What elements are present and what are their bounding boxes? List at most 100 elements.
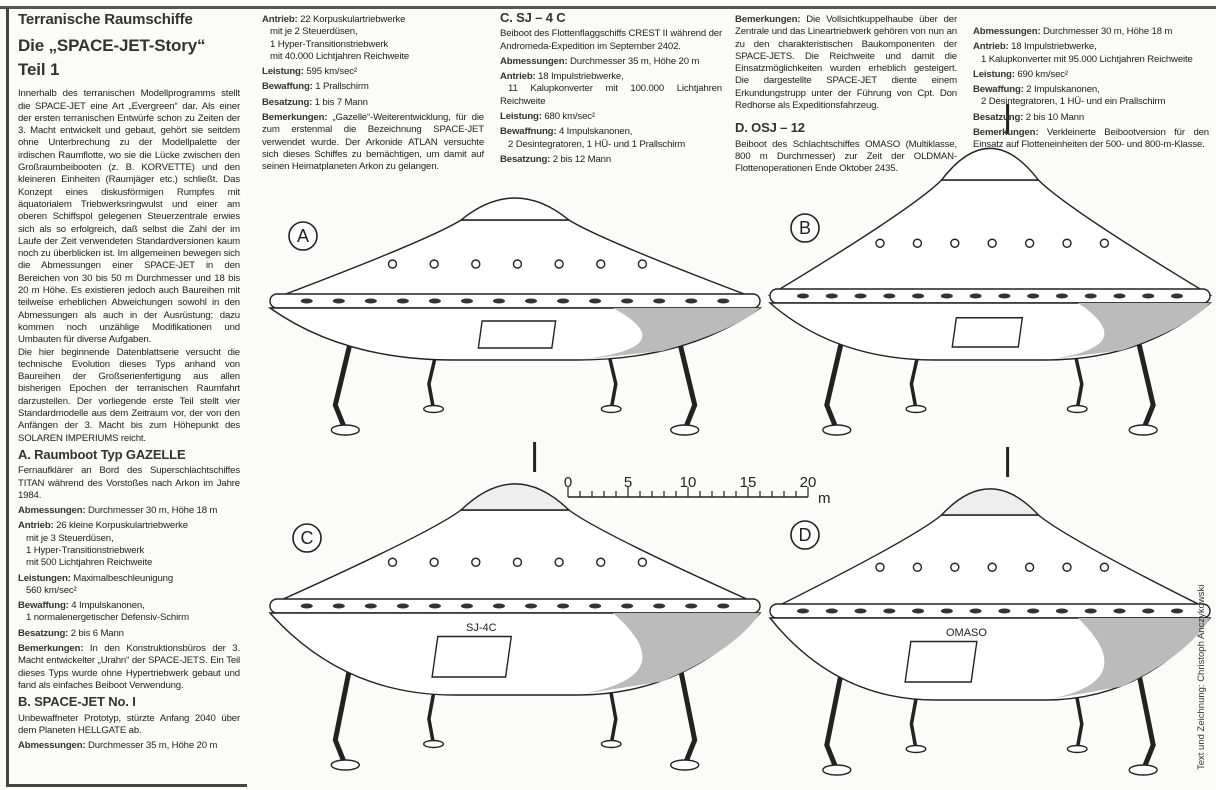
scale-tick-label: 5	[624, 474, 632, 491]
column-c-d: Bemerkungen: Die Vollsichtkuppelhaube üb…	[735, 14, 957, 179]
porthole	[912, 238, 923, 248]
figure-label: C	[301, 528, 314, 548]
porthole	[429, 557, 439, 567]
engine-nozzle	[525, 603, 538, 609]
c-remarks: Bemerkungen: Die Vollsichtkuppelhaube üb…	[735, 14, 957, 112]
figure-label: B	[799, 218, 811, 238]
landing-leg	[1132, 654, 1156, 771]
engine-nozzle	[717, 603, 730, 609]
engine-nozzle	[300, 298, 313, 304]
porthole	[1062, 238, 1072, 248]
engine-nozzle	[912, 293, 925, 299]
b-remarks: Bemerkungen: „Gazelle“-Weiterentwicklung…	[262, 112, 484, 173]
porthole	[637, 259, 648, 269]
engine-nozzle	[492, 298, 505, 304]
d-remarks: Bemerkungen: Verkleinerte Beibootversion…	[973, 127, 1209, 151]
figure-label-circle	[288, 221, 318, 251]
section-a-desc: Fernaufklärer an Bord des Superschlachts…	[18, 465, 240, 501]
porthole	[387, 557, 398, 567]
column-d: Abmessungen: Durchmesser 30 m, Höhe 18 m…	[973, 26, 1209, 155]
credit-line: Text und Zeichnung: Christoph Anczykowsk…	[1196, 584, 1207, 770]
engine-nozzle	[854, 608, 867, 614]
engine-nozzle	[883, 293, 896, 299]
a-drive: Antrieb: 26 kleine Korpuskulartriebwerke…	[18, 520, 188, 569]
upper-hull	[767, 179, 1213, 296]
porthole	[387, 259, 398, 269]
hatch	[951, 317, 1024, 348]
a-armament: Bewaffung: 4 Impulskanonen,1 normalenerg…	[18, 600, 189, 624]
d-armament: Bewaffung: 2 Impulskanonen,2 Desintegrat…	[973, 84, 1166, 108]
engine-nozzle	[364, 603, 377, 609]
a-remarks: Bemerkungen: In den Konstruktionsbüros d…	[18, 643, 240, 691]
figure-label-circle	[292, 523, 322, 553]
cupola	[940, 147, 1040, 181]
engine-nozzle	[883, 608, 896, 614]
hull-shading	[1045, 303, 1210, 360]
landing-leg	[332, 649, 356, 766]
section-b-desc: Unbewaffneter Prototyp, stürzte Anfang 2…	[18, 712, 240, 736]
engine-nozzle	[428, 603, 441, 609]
engine-nozzle	[621, 603, 634, 609]
engine-nozzle	[557, 298, 570, 304]
page-title: Die „SPACE-JET-Story“Teil 1	[18, 34, 240, 82]
landing-foot	[822, 424, 852, 436]
engine-nozzle	[589, 298, 602, 304]
porthole	[554, 557, 564, 567]
engine-nozzle	[969, 608, 982, 614]
engine-nozzle	[1027, 608, 1040, 614]
scale-tick-label: 15	[740, 474, 757, 491]
landing-foot	[330, 424, 360, 436]
porthole	[875, 562, 885, 572]
scale-tick-label: 20	[800, 474, 817, 491]
engine-nozzle	[300, 603, 313, 609]
engine-nozzle	[685, 298, 698, 304]
hatch	[904, 640, 978, 683]
hull-marking: SJ-4C	[466, 622, 497, 634]
d-performance: Leistung: 690 km/sec²	[973, 68, 1068, 80]
spaceship-figure-b: B	[767, 104, 1213, 436]
engine-nozzle	[1142, 293, 1155, 299]
landing-foot	[1128, 764, 1158, 776]
engine-nozzle	[940, 293, 953, 299]
landing-foot	[822, 764, 852, 776]
kicker: Terranische Raumschiffe	[18, 11, 193, 28]
intro-text: Innerhalb des terranischen Modellprogram…	[18, 88, 240, 346]
engine-nozzle	[589, 603, 602, 609]
c-dimensions: Abmessungen: Durchmesser 35 m, Höhe 20 m	[500, 55, 700, 67]
engine-nozzle	[557, 603, 570, 609]
a-crew: Besatzung: 2 bis 6 Mann	[18, 627, 124, 639]
porthole	[987, 562, 997, 572]
engine-nozzle	[1113, 608, 1126, 614]
engine-nozzle	[1084, 293, 1097, 299]
engine-nozzle	[332, 298, 345, 304]
porthole	[471, 259, 481, 269]
engine-nozzle	[621, 298, 634, 304]
engine-nozzle	[854, 293, 867, 299]
d-dimensions: Abmessungen: Durchmesser 30 m, Höhe 18 m	[973, 26, 1173, 37]
porthole	[912, 562, 923, 572]
porthole	[1024, 238, 1035, 248]
engine-nozzle	[525, 298, 538, 304]
engine-nozzle	[940, 608, 953, 614]
engine-nozzle	[717, 298, 730, 304]
landing-foot	[1128, 424, 1158, 436]
engine-nozzle	[1084, 608, 1097, 614]
top-rule	[0, 6, 1216, 9]
upper-hull	[769, 514, 1211, 611]
engine-nozzle	[396, 298, 409, 304]
d-drive: Antrieb: 18 Impulstriebwerke,1 Kalupkonv…	[973, 41, 1193, 65]
engine-nozzle	[1113, 293, 1126, 299]
c-drive: Antrieb: 18 Impulstriebwerke,11 Kalupkon…	[500, 71, 722, 107]
porthole	[596, 259, 606, 269]
hull-shading	[1045, 618, 1210, 700]
landing-foot	[423, 404, 445, 414]
engine-nozzle	[969, 293, 982, 299]
c-performance: Leistung: 680 km/sec²	[500, 111, 595, 123]
engine-nozzle	[332, 603, 345, 609]
engine-nozzle	[1027, 293, 1040, 299]
porthole	[1099, 238, 1110, 248]
